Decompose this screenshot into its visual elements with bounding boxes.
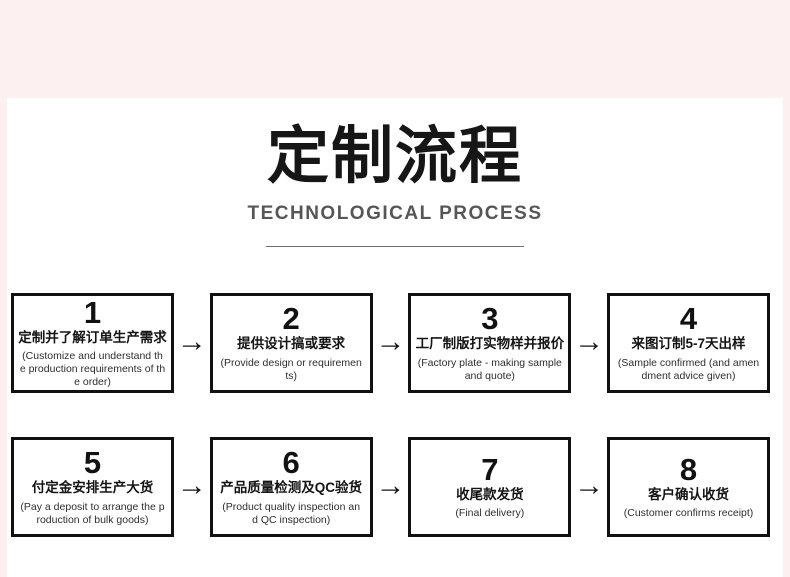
- step-title-en: (Provide design or requiremen ts): [220, 356, 362, 382]
- page-subtitle: TECHNOLOGICAL PROCESS: [247, 203, 543, 225]
- step-title-zh: 工厂制版打实物样并报价: [415, 336, 565, 352]
- step-number: 1: [83, 294, 102, 330]
- step-title-zh: 定制并了解订单生产需求: [18, 329, 167, 345]
- step-title-en: (Product quality inspection an d QC insp…: [222, 500, 361, 526]
- right-arrow-icon: →: [375, 324, 406, 358]
- step-number: 4: [679, 301, 698, 337]
- step-box-2: 2 提供设计搞或要求 (Provide design or requiremen…: [209, 293, 373, 393]
- step-title-en: (Final delivery): [455, 507, 525, 520]
- right-arrow-icon: →: [176, 468, 207, 502]
- step-title-zh: 客户确认收货: [648, 486, 730, 502]
- process-row-1: 1 定制并了解订单生产需求 (Customize and understand …: [11, 293, 771, 393]
- step-title-en: (Customer confirms receipt): [623, 507, 754, 520]
- header: 定制流程 TECHNOLOGICAL PROCESS: [7, 98, 783, 248]
- step-box-6: 6 产品质量检测及QC验货 (Product quality inspectio…: [209, 437, 373, 537]
- step-box-1: 1 定制并了解订单生产需求 (Customize and understand …: [11, 293, 174, 393]
- step-number: 5: [83, 445, 102, 481]
- step-number: 6: [282, 445, 300, 481]
- step-title-en: (Pay a deposit to arrange the p roductio…: [20, 500, 165, 526]
- right-arrow-icon: →: [574, 468, 605, 502]
- step-number: 8: [679, 451, 698, 487]
- process-row-2: 5 付定金安排生产大货 (Pay a deposit to arrange th…: [11, 437, 771, 537]
- step-title-zh: 产品质量检测及QC验货: [220, 480, 363, 496]
- step-title-zh: 付定金安排生产大货: [31, 480, 154, 496]
- step-box-7: 7 收尾款发货 (Final delivery): [408, 437, 572, 537]
- step-title-en: (Factory plate - making sample and quote…: [417, 356, 562, 382]
- title-divider: [266, 246, 524, 248]
- step-title-zh: 收尾款发货: [456, 486, 524, 502]
- step-title-zh: 提供设计搞或要求: [237, 336, 346, 352]
- right-arrow-icon: →: [375, 468, 406, 502]
- step-box-8: 8 客户确认收货 (Customer confirms receipt): [607, 437, 771, 537]
- step-box-3: 3 工厂制版打实物样并报价 (Factory plate - making sa…: [408, 293, 572, 393]
- step-title-zh: 来图订制5-7天出样: [631, 336, 746, 352]
- step-box-4: 4 来图订制5-7天出样 (Sample confirmed (and amen…: [607, 293, 771, 393]
- content-panel: 定制流程 TECHNOLOGICAL PROCESS 1 定制并了解订单生产需求…: [7, 98, 783, 577]
- right-arrow-icon: →: [176, 324, 207, 358]
- step-number: 3: [481, 301, 499, 337]
- step-box-5: 5 付定金安排生产大货 (Pay a deposit to arrange th…: [11, 437, 174, 537]
- step-title-en: (Sample confirmed (and amen dment advice…: [617, 356, 760, 382]
- step-number: 7: [481, 451, 499, 487]
- page-title: 定制流程: [266, 122, 523, 191]
- step-title-en: (Customize and understand th e productio…: [19, 350, 166, 389]
- step-number: 2: [282, 301, 300, 337]
- right-arrow-icon: →: [574, 324, 605, 358]
